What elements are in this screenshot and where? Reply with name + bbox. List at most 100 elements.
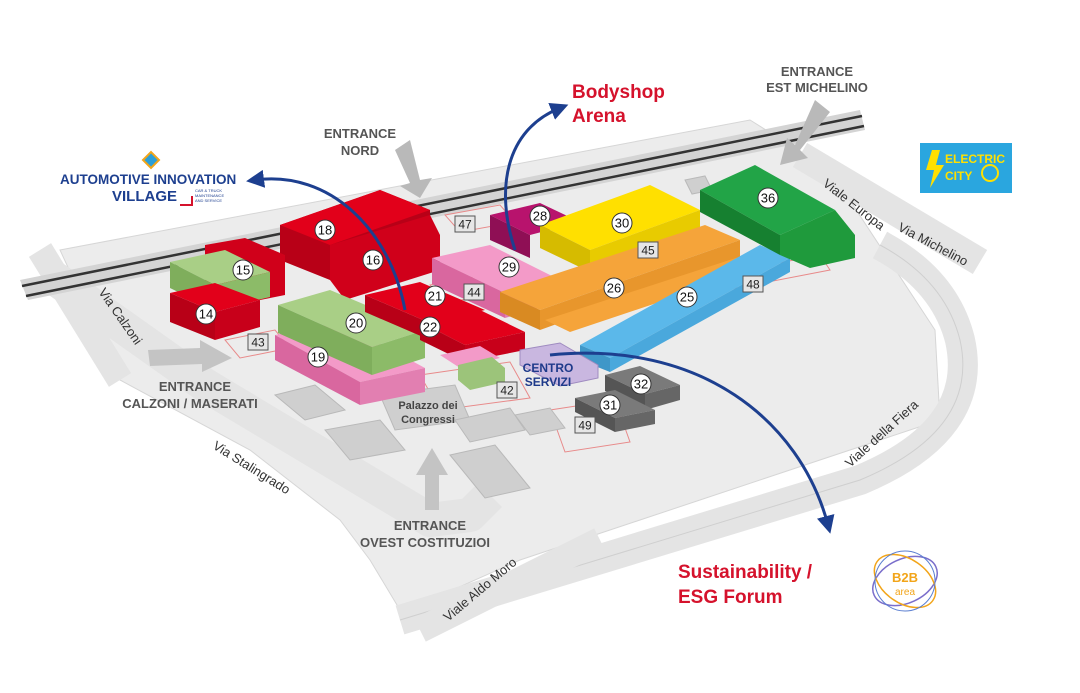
hall-22-annex-green <box>458 357 505 390</box>
building-grey-a <box>273 384 347 421</box>
road-via-stalingrado <box>40 261 503 537</box>
aiv-logo-mark <box>141 150 161 170</box>
sustainability-title-line1: Sustainability / <box>678 562 813 583</box>
entrance-nord-label-line1: ENTRANCE <box>324 126 397 141</box>
b2b-orbit-2 <box>873 553 937 609</box>
hall-19-right <box>360 368 425 405</box>
hall-label-32: 32 <box>630 373 652 395</box>
aiv-logo-small-3: AND SERVICE <box>195 198 222 203</box>
entrance-calzoni-label-line2: CALZONI / MASERATI <box>122 396 258 411</box>
hall-number-18: 18 <box>318 223 332 238</box>
hall-number-19: 19 <box>311 350 325 365</box>
bodyshop-arena-title-line2: Arena <box>572 106 626 127</box>
entrance-calzoni-arrow <box>148 340 232 372</box>
automotive-innovation-village-logo: AUTOMOTIVE INNOVATION VILLAGE CAR & TRUC… <box>60 150 236 206</box>
palazzo-label-line2: Congressi <box>401 414 455 426</box>
centro-servizi-label-line2: SERVIZI <box>525 375 571 389</box>
hall-label-14: 14 <box>195 303 217 325</box>
hall-19-front <box>275 335 360 405</box>
electric-city-line1: ELECTRIC <box>945 152 1005 166</box>
hall-number-25: 25 <box>680 290 694 305</box>
hall-label-21: 21 <box>424 285 446 307</box>
hall-label-25: 25 <box>676 286 698 308</box>
electric-city-line2: CITY <box>945 169 972 183</box>
arrow-to-sustainability <box>549 351 835 534</box>
hall-30-front <box>540 225 590 272</box>
entrance-est-arrow <box>780 100 830 165</box>
hall-label-26: 26 <box>603 277 625 299</box>
entrance-calzoni-label-line1: ENTRANCE <box>159 379 232 394</box>
b2b-area-logo: B2B area <box>872 550 938 612</box>
building-grey-d <box>454 407 526 443</box>
entrance-nord-arrow <box>395 140 432 198</box>
hall-label-28: 28 <box>529 205 551 227</box>
hall-label-18: 18 <box>314 219 336 241</box>
area-number-42: 42 <box>500 384 514 398</box>
area-number-49: 49 <box>578 419 592 433</box>
hall-number-28: 28 <box>533 209 547 224</box>
area-number-43: 43 <box>251 336 265 350</box>
hall-label-22: 22 <box>419 316 441 338</box>
b2b-orbit-1 <box>872 555 938 607</box>
hall-22-top <box>420 310 525 345</box>
plug-icon <box>981 164 999 182</box>
building-grey-b <box>324 419 406 461</box>
hall-32-right <box>645 385 680 410</box>
entrance-ovest-label-line2: OVEST COSTITUZIOI <box>360 535 490 550</box>
hall-29-top <box>432 245 560 293</box>
hall-31-front <box>575 398 615 432</box>
hall-14-right <box>215 300 260 340</box>
aiv-logo-line1: AUTOMOTIVE INNOVATION <box>60 172 236 187</box>
hall-number-22: 22 <box>423 320 437 335</box>
area-label-48: 48 <box>742 275 764 293</box>
aiv-logo-underline <box>180 196 193 206</box>
hall-14-top <box>170 283 260 312</box>
hall-label-31: 31 <box>599 394 621 416</box>
sustainability-title-line2: ESG Forum <box>678 587 783 608</box>
hall-number-31: 31 <box>603 398 617 413</box>
railway-track-2 <box>25 124 865 298</box>
outdoor-labels: 47 44 45 48 43 42 49 <box>247 215 764 434</box>
road-calzoni <box>28 243 132 387</box>
hall-number-15: 15 <box>236 263 250 278</box>
hall-22-annex-pink <box>440 346 500 368</box>
aiv-logo-small-1: CAR & TRUCK <box>195 188 222 193</box>
entrance-ovest-label-line1: ENTRANCE <box>394 518 467 533</box>
area-label-49: 49 <box>574 416 596 434</box>
road-viale-europa <box>792 142 988 275</box>
hall-20-front <box>278 305 372 375</box>
area-label-42: 42 <box>496 381 518 399</box>
hall-20-right <box>372 330 425 375</box>
building-grey-f <box>514 407 566 436</box>
b2b-orbit-3 <box>874 550 936 612</box>
hall-label-30: 30 <box>611 212 633 234</box>
hall-21-front <box>365 295 430 340</box>
aiv-logo-line2: VILLAGE <box>112 188 177 205</box>
hall-number-21: 21 <box>428 289 442 304</box>
lightning-icon <box>926 150 944 188</box>
arrow-to-aiv <box>246 169 407 311</box>
hall-number-32: 32 <box>634 377 648 392</box>
hall-number-30: 30 <box>615 216 629 231</box>
entrance-est-label-line1: ENTRANCE <box>781 64 854 79</box>
entrance-est-label-line2: EST MICHELINO <box>766 80 868 95</box>
hall-31-right <box>615 410 655 432</box>
palazzo-label-line1: Palazzo dei <box>398 400 457 412</box>
hall-36-block-2 <box>780 210 855 268</box>
hall-26-top <box>500 225 740 310</box>
entrance-nord-label-line2: NORD <box>341 143 379 158</box>
hall-number-16: 16 <box>366 253 380 268</box>
area-number-44: 44 <box>467 286 481 300</box>
hall-36-front <box>700 190 780 255</box>
hall-label-36: 36 <box>757 187 779 209</box>
area-label-47: 47 <box>454 215 476 233</box>
area-label-45: 45 <box>637 241 659 259</box>
hall-14-front <box>170 293 215 340</box>
electric-city-logo: ELECTRIC CITY <box>920 143 1012 193</box>
hall-number-29: 29 <box>502 260 516 275</box>
hall-16 <box>330 215 440 300</box>
entrance-ovest-arrow <box>416 448 448 510</box>
hall-number-14: 14 <box>199 307 213 322</box>
area-number-48: 48 <box>746 278 760 292</box>
